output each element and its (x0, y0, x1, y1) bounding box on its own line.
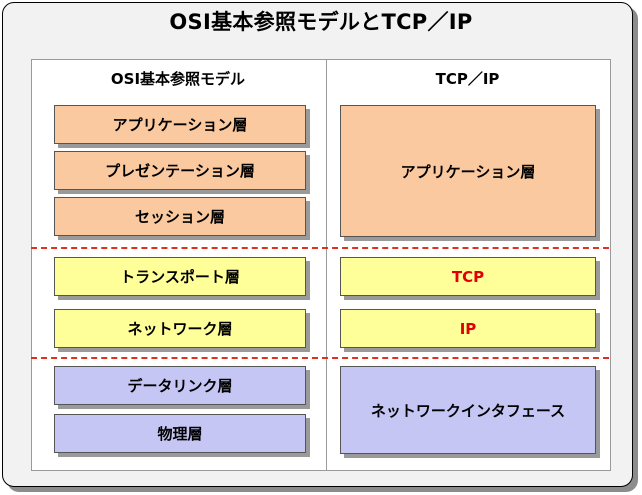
osi-application-layer: アプリケーション層 (54, 105, 306, 144)
group-divider-upper (31, 247, 609, 249)
osi-physical-layer: 物理層 (54, 414, 306, 453)
osi-network-layer: ネットワーク層 (54, 309, 306, 348)
osi-session-layer: セッション層 (54, 197, 306, 236)
tcpip-column-header: TCP／IP (435, 70, 500, 88)
tcpip-tcp-layer: TCP (340, 257, 596, 296)
tcpip-application-layer: アプリケーション層 (340, 105, 596, 237)
tcpip-ip-layer: IP (340, 309, 596, 348)
osi-datalink-layer: データリンク層 (54, 366, 306, 405)
osi-column-header: OSI基本参照モデル (110, 70, 246, 88)
diagram-title: OSI基本参照モデルとTCP／IP (169, 10, 473, 34)
group-divider-lower (31, 357, 609, 359)
osi-presentation-layer: プレゼンテーション層 (54, 151, 306, 190)
osi-transport-layer: トランスポート層 (54, 257, 306, 296)
tcpip-network-interface-layer: ネットワークインタフェース (340, 366, 596, 454)
